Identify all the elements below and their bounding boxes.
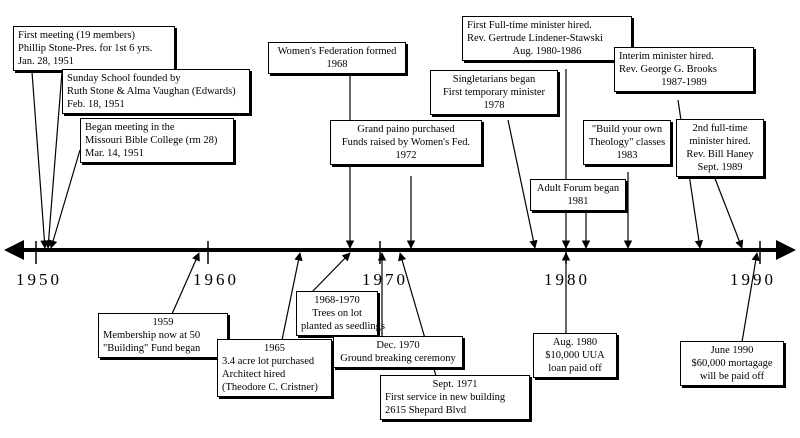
year-label-1980: 1980 [544,270,590,289]
connector-bible-college [49,149,81,249]
axis-right-arrowhead [776,240,796,260]
event-first-service: Sept. 1971 First service in new building… [380,375,530,420]
event-first-minister: First Full-time minister hired. Rev. Ger… [462,16,632,61]
event-build-theology: "Build your own Theology" classes 1983 [583,120,671,165]
event-womens-federation: Women's Federation formed 1968 [268,42,406,74]
event-grand-piano: Grand paino purchased Funds raised by Wo… [330,120,482,165]
connector-singletarians [507,119,538,249]
event-interim-minister: Interim minister hired. Rev. George G. B… [614,47,754,92]
event-second-minister: 2nd full-time minister hired. Rev. Bill … [676,119,764,177]
connector-trees-planted [311,252,351,293]
connector-membership-50 [171,252,200,315]
event-singletarians: Singletarians began First temporary mini… [430,70,558,115]
event-uua-loan: Aug. 1980 $10,000 UUA loan paid off [533,333,617,378]
connector-first-meeting [31,71,49,249]
event-membership-50: 1959 Membership now at 50 "Building" Fun… [98,313,228,358]
year-label-1950: 1950 [16,270,62,289]
year-label-1970: 1970 [362,270,408,289]
event-trees-planted: 1968-1970 Trees on lot planted as seedli… [296,291,385,336]
year-label-1960: 1960 [193,270,239,289]
event-bible-college: Began meeting in the Missouri Bible Coll… [80,118,234,163]
year-label-1990: 1990 [730,270,776,289]
event-lot-purchased: 1965 3.4 acre lot purchased Architect hi… [217,339,332,397]
connector-second-minister [713,175,744,249]
event-adult-forum: Adult Forum began 1981 [530,179,626,211]
connector-sunday-school [44,71,63,249]
event-ground-breaking: Dec. 1970 Ground breaking ceremony [333,336,463,368]
event-sunday-school: Sunday School founded by Ruth Stone & Al… [62,69,250,114]
event-mortgage: June 1990 $60,000 mortagage will be paid… [680,341,784,386]
connector-lot-purchased [281,252,303,341]
connector-mortgage [741,252,760,343]
event-first-meeting: First meeting (19 members) Phillip Stone… [13,26,175,71]
axis-left-arrowhead [4,240,24,260]
